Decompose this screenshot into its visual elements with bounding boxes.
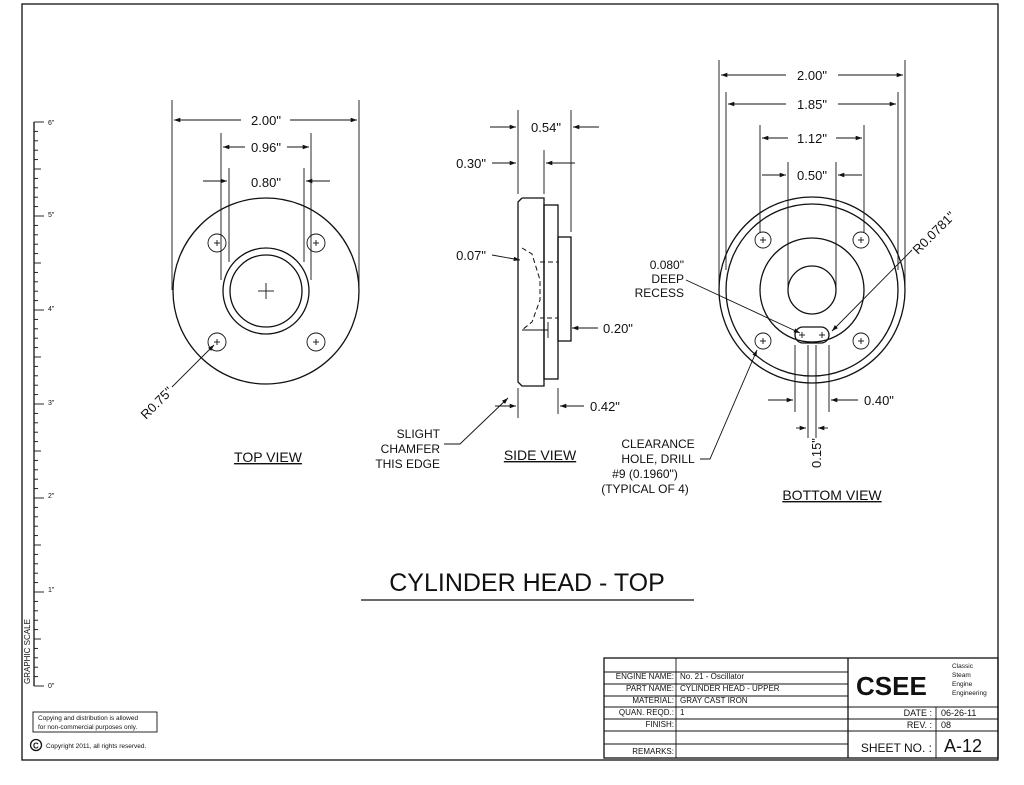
side-view-label: SIDE VIEW	[504, 447, 577, 463]
scale-tick-0: 0"	[48, 683, 55, 690]
tb-logo-word-3: Engine	[952, 681, 973, 688]
chamfer-note-3: THIS EDGE	[375, 457, 440, 471]
hole-note-3: #9 (0.1960")	[612, 467, 678, 481]
side-dim-0-07: 0.07"	[456, 248, 486, 263]
top-dim-2-00: 2.00"	[251, 113, 281, 128]
tb-quantity-value: 1	[680, 708, 685, 717]
sheet-border	[21, 3, 999, 761]
notice-line-1: Copying and distribution is allowed	[38, 715, 138, 722]
scale-tick-1: 1"	[48, 587, 55, 594]
scale-tick-5: 5"	[48, 212, 55, 219]
bottom-dim-0-40: 0.40"	[864, 393, 894, 408]
scale-tick-2: 2"	[48, 493, 55, 500]
chamfer-note-2: CHAMFER	[381, 442, 441, 456]
side-dim-0-20: 0.20"	[603, 321, 633, 336]
scale-label: GRAPHIC SCALE	[23, 619, 32, 684]
hole-note-1: CLEARANCE	[621, 437, 694, 451]
scale-minor-ticks	[34, 121, 44, 687]
tb-finish-label: FINISH:	[646, 720, 674, 729]
side-dim-0-42: 0.42"	[590, 399, 620, 414]
top-dim-0-80: 0.80"	[251, 175, 281, 190]
bottom-dim-2-00: 2.00"	[797, 68, 827, 83]
bottom-dim-1-12: 1.12"	[797, 131, 827, 146]
tb-part-name-label: PART NAME:	[626, 684, 674, 693]
tb-date-value: 06-26-11	[941, 708, 976, 718]
tb-material-value: GRAY CAST IRON	[680, 696, 748, 705]
top-view: 2.00" 0.96" 0.80" R0.75" TOP VIEW	[138, 100, 360, 465]
side-dim-0-30: 0.30"	[456, 156, 486, 171]
tb-logo-word-1: Classic	[952, 663, 974, 670]
recess-note-3: RECESS	[635, 286, 684, 300]
hole-note-2: HOLE, DRILL	[621, 452, 695, 466]
top-dim-r0-75: R0.75"	[138, 383, 177, 422]
notice-line-2: for non-commercial purposes only.	[38, 724, 137, 731]
chamfer-note-1: SLIGHT	[397, 427, 441, 441]
tb-remarks-label: REMARKS:	[632, 747, 674, 756]
top-dim-0-96: 0.96"	[251, 140, 281, 155]
tb-quantity-label: QUAN. REQD.:	[619, 708, 674, 717]
recess-note-2: DEEP	[651, 272, 684, 286]
hole-note-4: (TYPICAL OF 4)	[601, 482, 689, 496]
recess-note-1: 0.080"	[650, 258, 684, 272]
side-view: 0.54" 0.30" 0.07" 0.20" 0.42" SLIGHT CHA…	[375, 110, 633, 471]
scale-tick-6: 6"	[48, 120, 55, 127]
bottom-dim-0-15: 0.15"	[809, 438, 824, 468]
tb-rev-label: REV. :	[907, 720, 932, 730]
title-block: ENGINE NAME: No. 21 - Oscillator PART NA…	[603, 657, 999, 759]
tb-rev-value: 08	[941, 720, 951, 730]
tb-logo-word-2: Steam	[952, 672, 971, 679]
tb-logo: CSEE	[856, 671, 927, 701]
tb-engine-name-label: ENGINE NAME:	[616, 672, 674, 681]
drawing-title: CYLINDER HEAD - TOP	[389, 569, 665, 597]
scale-tick-4: 4"	[48, 306, 55, 313]
bottom-dim-r0-0781: R0.0781"	[910, 208, 959, 257]
side-dim-0-54: 0.54"	[531, 120, 561, 135]
bottom-view: 2.00" 1.85" 1.12" 0.50" R0.0781" 0.40" 0…	[601, 60, 958, 503]
copyright-notice: Copying and distribution is allowed for …	[29, 711, 158, 752]
bottom-view-label: BOTTOM VIEW	[782, 487, 882, 503]
tb-logo-word-4: Engineering	[952, 690, 987, 697]
tb-part-name-value: CYLINDER HEAD - UPPER	[680, 684, 780, 693]
tb-sheet-label: SHEET NO. :	[861, 741, 932, 755]
tb-engine-name-value: No. 21 - Oscillator	[680, 672, 744, 681]
bottom-dim-1-85: 1.85"	[797, 97, 827, 112]
bottom-dim-0-50: 0.50"	[797, 168, 827, 183]
tb-date-label: DATE :	[904, 708, 932, 718]
tb-sheet-value: A-12	[944, 736, 982, 756]
top-view-label: TOP VIEW	[234, 449, 303, 465]
scale-tick-3: 3"	[48, 400, 55, 407]
graphic-scale: 6" 5" 4" 3" 2" 1" 0" GRAPHIC SCALE	[23, 120, 55, 690]
copyright-text: Copyright 2011, all rights reserved.	[46, 743, 147, 750]
copyright-symbol: C	[33, 742, 39, 751]
tb-material-label: MATERIAL:	[632, 696, 674, 705]
